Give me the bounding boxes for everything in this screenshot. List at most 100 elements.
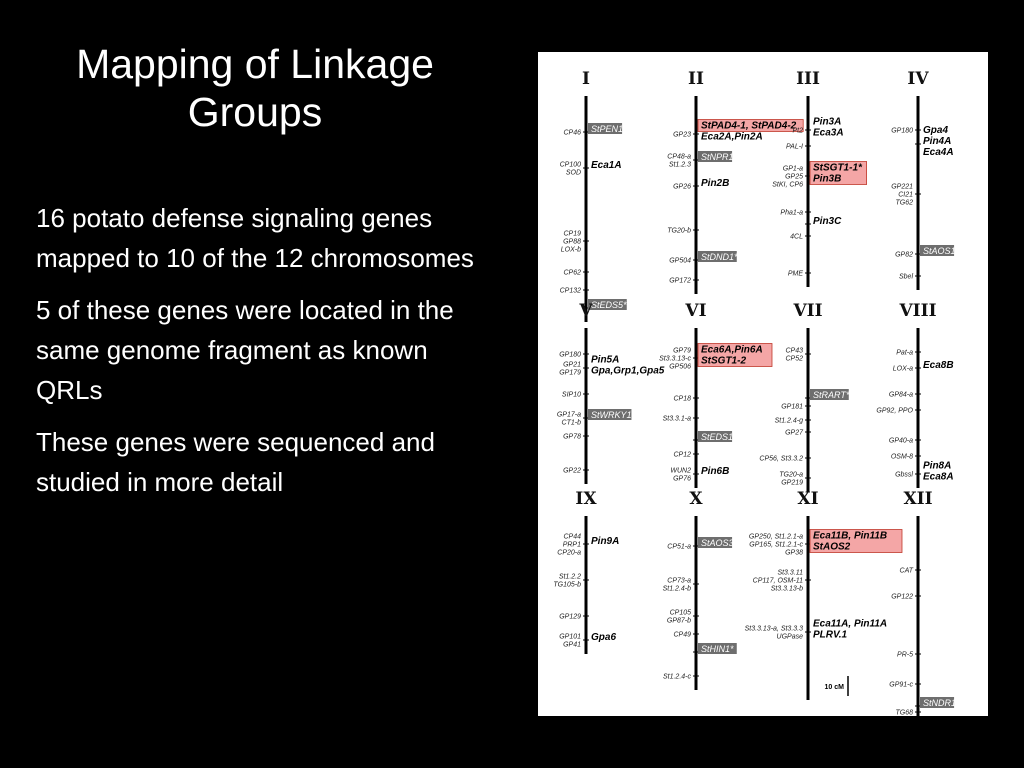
marker-label: CP20-a <box>557 550 581 557</box>
marker-label: Pat-a <box>896 350 913 357</box>
gene-label: StWRKY1* <box>591 410 636 420</box>
gene-box <box>698 151 733 162</box>
marker-label: GP219 <box>781 480 803 487</box>
gene-label: Pin8A <box>923 461 951 472</box>
marker-label: GP91-c <box>889 682 913 689</box>
bullet-item: These genes were sequenced and studied i… <box>36 427 435 497</box>
marker-label: GP88 <box>563 239 581 246</box>
marker-label: GP38 <box>785 550 803 557</box>
marker-label: GP129 <box>559 614 581 621</box>
marker-label: SIP10 <box>562 392 581 399</box>
gene-label: Eca6A,Pin6A <box>701 345 763 356</box>
marker-label: GP101 <box>559 634 581 641</box>
highlight-box <box>809 161 867 185</box>
chromosome-label: IX <box>575 489 597 509</box>
marker-label: CP44 <box>563 534 581 541</box>
highlight-box <box>809 529 903 553</box>
marker-label: TG62 <box>895 200 913 207</box>
marker-label: GP180 <box>891 128 913 135</box>
marker-label: Pha1-a <box>780 210 803 217</box>
gene-label: Pin3A <box>813 117 841 128</box>
marker-label: St3.3.13-c <box>659 356 691 363</box>
marker-label: PAL-I <box>786 144 803 151</box>
chromosome-label: I <box>582 69 590 89</box>
marker-label: GP22 <box>563 468 581 475</box>
marker-label: CP52 <box>785 356 803 363</box>
marker-label: St3.3.13-b <box>771 586 803 593</box>
gene-label: StSGT1-2 <box>701 356 746 367</box>
marker-label: GP506 <box>669 364 691 371</box>
slide-title: Mapping of Linkage Groups <box>76 41 434 135</box>
marker-label: GP76 <box>673 476 691 483</box>
marker-label: CP18 <box>673 396 691 403</box>
gene-label: Eca11B, Pin11B <box>813 531 887 542</box>
gene-box <box>588 123 623 134</box>
gene-box <box>920 245 955 256</box>
marker-label: GP122 <box>891 594 913 601</box>
marker-label: GP25 <box>785 174 803 181</box>
marker-label: CP105 <box>670 610 692 617</box>
marker-label: GP40-a <box>889 438 913 445</box>
marker-label: St1.2.4-g <box>775 418 804 425</box>
marker-label: TG20-b <box>667 228 691 235</box>
chromosome-label: VII <box>792 301 822 321</box>
chromosome-label: X <box>689 489 703 509</box>
marker-label: GP179 <box>559 370 581 377</box>
marker-label: Sbel <box>899 274 913 281</box>
marker-label: CP117, OSM-11 <box>753 578 803 585</box>
bullet-item: 5 of these genes were located in the sam… <box>36 295 454 405</box>
marker-label: StKI, CP6 <box>772 182 803 189</box>
gene-box <box>698 537 733 548</box>
gene-label: Pin4A <box>923 136 951 147</box>
gene-label: Pin6B <box>701 466 729 477</box>
marker-label: GP21 <box>563 362 581 369</box>
gene-label: Eca1A <box>591 160 622 171</box>
gene-label: Gpa,Grp1,Gpa5 <box>591 366 665 377</box>
marker-label: PR-5 <box>897 652 913 659</box>
marker-label: TG68 <box>895 710 913 717</box>
marker-label: GP504 <box>669 258 691 265</box>
chromosome-label: II <box>688 69 704 89</box>
gene-label: PLRV.1 <box>813 630 848 641</box>
gene-label: Eca2A,Pin2A <box>701 132 763 143</box>
gene-label: StAOS1 <box>923 246 956 256</box>
marker-label: St3.3.13-a, St3.3.3 <box>745 626 803 633</box>
gene-label: StEDS5* <box>591 300 627 310</box>
gene-box <box>920 697 955 708</box>
marker-label: GP84-a <box>889 392 913 399</box>
gene-label: Eca8B <box>923 360 954 371</box>
marker-label: Pt2 <box>792 128 803 135</box>
marker-label: LOX-b <box>561 247 581 254</box>
marker-label: CP46 <box>563 130 581 137</box>
marker-label: CP43 <box>785 348 803 355</box>
marker-label: TG105-b <box>553 582 581 589</box>
chromosome-label: XII <box>903 489 932 509</box>
marker-label: CP48-a <box>667 154 691 161</box>
marker-label: PRP1 <box>563 542 581 549</box>
marker-label: OSM-8 <box>891 454 913 461</box>
marker-label: St3.3.1-a <box>663 416 692 423</box>
marker-label: St1.2.4-b <box>663 586 692 593</box>
marker-label: CI21 <box>898 192 913 199</box>
gene-label: StDND1* <box>701 252 738 262</box>
marker-label: GP23 <box>673 132 691 139</box>
marker-label: GP165, St1.2.1-c <box>749 542 803 549</box>
chromosome-label: XI <box>797 489 818 509</box>
marker-label: GP17-a <box>557 412 581 419</box>
highlight-box <box>697 343 773 367</box>
gene-box <box>698 643 737 654</box>
marker-label: CP62 <box>563 270 581 277</box>
gene-label: Eca3A <box>813 128 844 139</box>
marker-label: CP100 <box>560 162 582 169</box>
gene-label: Pin5A <box>591 355 619 366</box>
marker-label: CP73-a <box>667 578 691 585</box>
marker-label: CAT <box>900 568 914 575</box>
chromosome-label: VI <box>684 301 706 321</box>
gene-box <box>588 299 627 310</box>
scale-label: 10 cM <box>825 684 845 691</box>
gene-label: StRART* <box>813 390 850 400</box>
marker-label: LOX-a <box>893 366 913 373</box>
chromosome-label: IV <box>907 69 929 89</box>
gene-label: StNDR1 <box>923 698 956 708</box>
